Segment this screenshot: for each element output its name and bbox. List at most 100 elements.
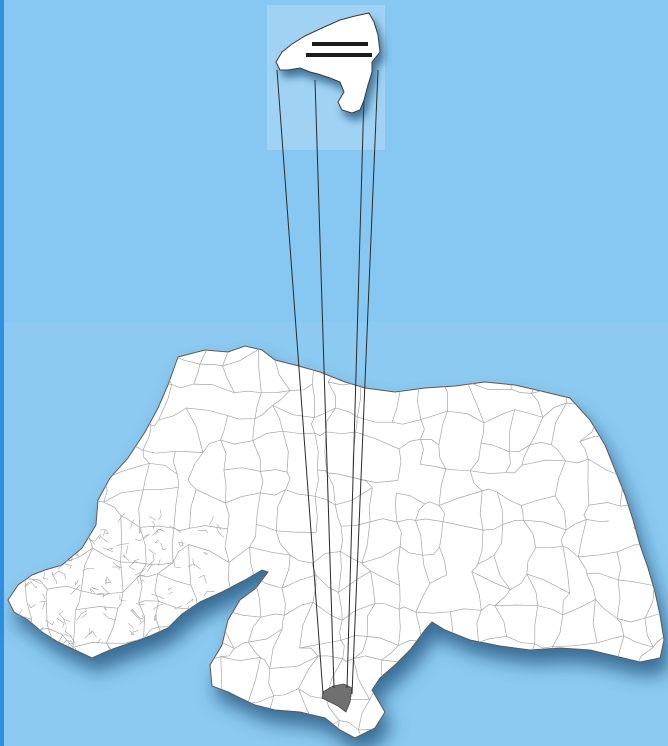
municipality-boundary: [551, 402, 567, 445]
municipality-boundary: [92, 547, 121, 563]
municipality-boundary: [120, 515, 141, 528]
municipality-boundary: [106, 638, 144, 644]
municipality-boundary: [199, 363, 223, 367]
municipality-boundary: [341, 521, 371, 527]
municipality-boundary: [469, 470, 483, 492]
municipality-boundary: [234, 641, 249, 649]
municipality-boundary: [31, 578, 41, 584]
municipality-boundary: [471, 563, 479, 572]
municipality-boundary: [252, 440, 261, 472]
municipality-boundary: [160, 542, 168, 551]
municipality-boundary: [134, 538, 142, 542]
municipality-boundary: [134, 567, 146, 576]
municipality-boundary: [352, 477, 373, 489]
municipality-boundary: [154, 573, 159, 602]
municipality-boundary: [272, 390, 291, 406]
municipality-boundary: [142, 450, 150, 464]
municipality-boundary: [381, 645, 399, 661]
municipality-boundary: [311, 383, 315, 418]
municipality-boundary: [222, 365, 235, 393]
municipality-boundary: [223, 469, 227, 504]
municipality-boundary: [281, 615, 285, 630]
municipality-boundary: [439, 547, 447, 576]
municipality-boundary: [142, 425, 152, 451]
municipality-boundary: [529, 417, 544, 446]
municipality-boundary: [84, 630, 97, 639]
municipality-boundary: [103, 501, 122, 516]
municipality-boundary: [158, 384, 172, 421]
municipality-boundary: [578, 556, 587, 574]
municipality-boundary: [75, 606, 118, 611]
municipality-boundary: [281, 574, 317, 589]
municipality-boundary: [335, 487, 373, 506]
municipality-boundary: [139, 527, 147, 565]
municipality-boundary: [142, 463, 150, 490]
municipality-boundary: [193, 364, 201, 385]
municipality-boundary: [120, 561, 147, 565]
municipality-boundary: [526, 573, 570, 594]
municipality-boundary: [24, 578, 48, 590]
municipality-boundary: [494, 605, 507, 637]
municipality-boundary: [285, 471, 291, 490]
municipality-boundary: [367, 636, 399, 646]
municipality-boundary: [247, 657, 261, 704]
inset-bar-top: [312, 42, 368, 46]
municipality-boundary: [312, 602, 343, 621]
municipality-boundary: [64, 563, 72, 570]
municipality-boundary: [562, 598, 596, 616]
municipality-boundary: [152, 528, 165, 536]
municipality-boundary: [586, 572, 619, 581]
municipality-boundary: [272, 405, 315, 418]
municipality-boundary: [69, 584, 81, 595]
municipality-boundary: [203, 552, 209, 556]
municipality-boundary: [100, 585, 110, 597]
municipality-boundary: [334, 504, 342, 527]
municipality-boundary: [592, 599, 598, 643]
municipality-boundary: [281, 588, 286, 616]
municipality-boundary: [578, 551, 618, 558]
municipality-boundary: [483, 409, 515, 424]
municipality-boundary: [523, 519, 567, 531]
municipality-boundary: [476, 610, 482, 643]
municipality-boundary: [254, 392, 262, 419]
municipality-boundary: [223, 467, 261, 472]
municipality-boundary: [505, 464, 523, 474]
municipality-boundary: [338, 570, 371, 593]
municipality-boundary: [261, 390, 291, 394]
municipality-boundary: [193, 383, 235, 394]
municipality-boundary: [526, 573, 539, 606]
municipality-boundary: [258, 349, 262, 393]
municipality-boundary: [424, 501, 440, 506]
municipality-boundary: [225, 502, 230, 530]
municipality-boundary: [298, 655, 319, 689]
municipality-boundary: [128, 622, 135, 629]
municipality-boundary: [130, 519, 135, 529]
municipality-boundary: [396, 521, 402, 547]
municipality-boundary: [509, 409, 516, 452]
municipality-boundary: [175, 450, 203, 453]
municipality-boundary: [299, 647, 319, 657]
municipality-boundary: [529, 441, 552, 446]
municipality-boundary: [185, 407, 204, 453]
municipality-boundary: [252, 418, 256, 441]
municipality-boundary: [617, 617, 646, 623]
municipality-boundary: [43, 572, 49, 580]
municipality-boundary: [155, 532, 158, 535]
municipality-boundary: [142, 449, 176, 454]
municipality-boundary: [466, 381, 485, 424]
municipality-boundary: [510, 573, 528, 590]
municipality-boundary: [147, 549, 156, 555]
municipality-boundary: [450, 608, 482, 613]
municipality-boundary: [224, 528, 230, 563]
municipality-boundary: [565, 519, 587, 531]
municipality-boundary: [98, 536, 108, 543]
municipality-boundary: [361, 546, 401, 564]
municipality-boundary: [282, 430, 315, 435]
municipality-boundary: [420, 419, 425, 440]
municipality-boundary: [653, 635, 664, 648]
municipality-boundary: [255, 492, 261, 525]
municipality-boundary: [116, 543, 129, 546]
municipality-boundary: [552, 642, 598, 648]
municipality-boundary: [138, 614, 146, 625]
municipality-boundary: [52, 570, 60, 576]
